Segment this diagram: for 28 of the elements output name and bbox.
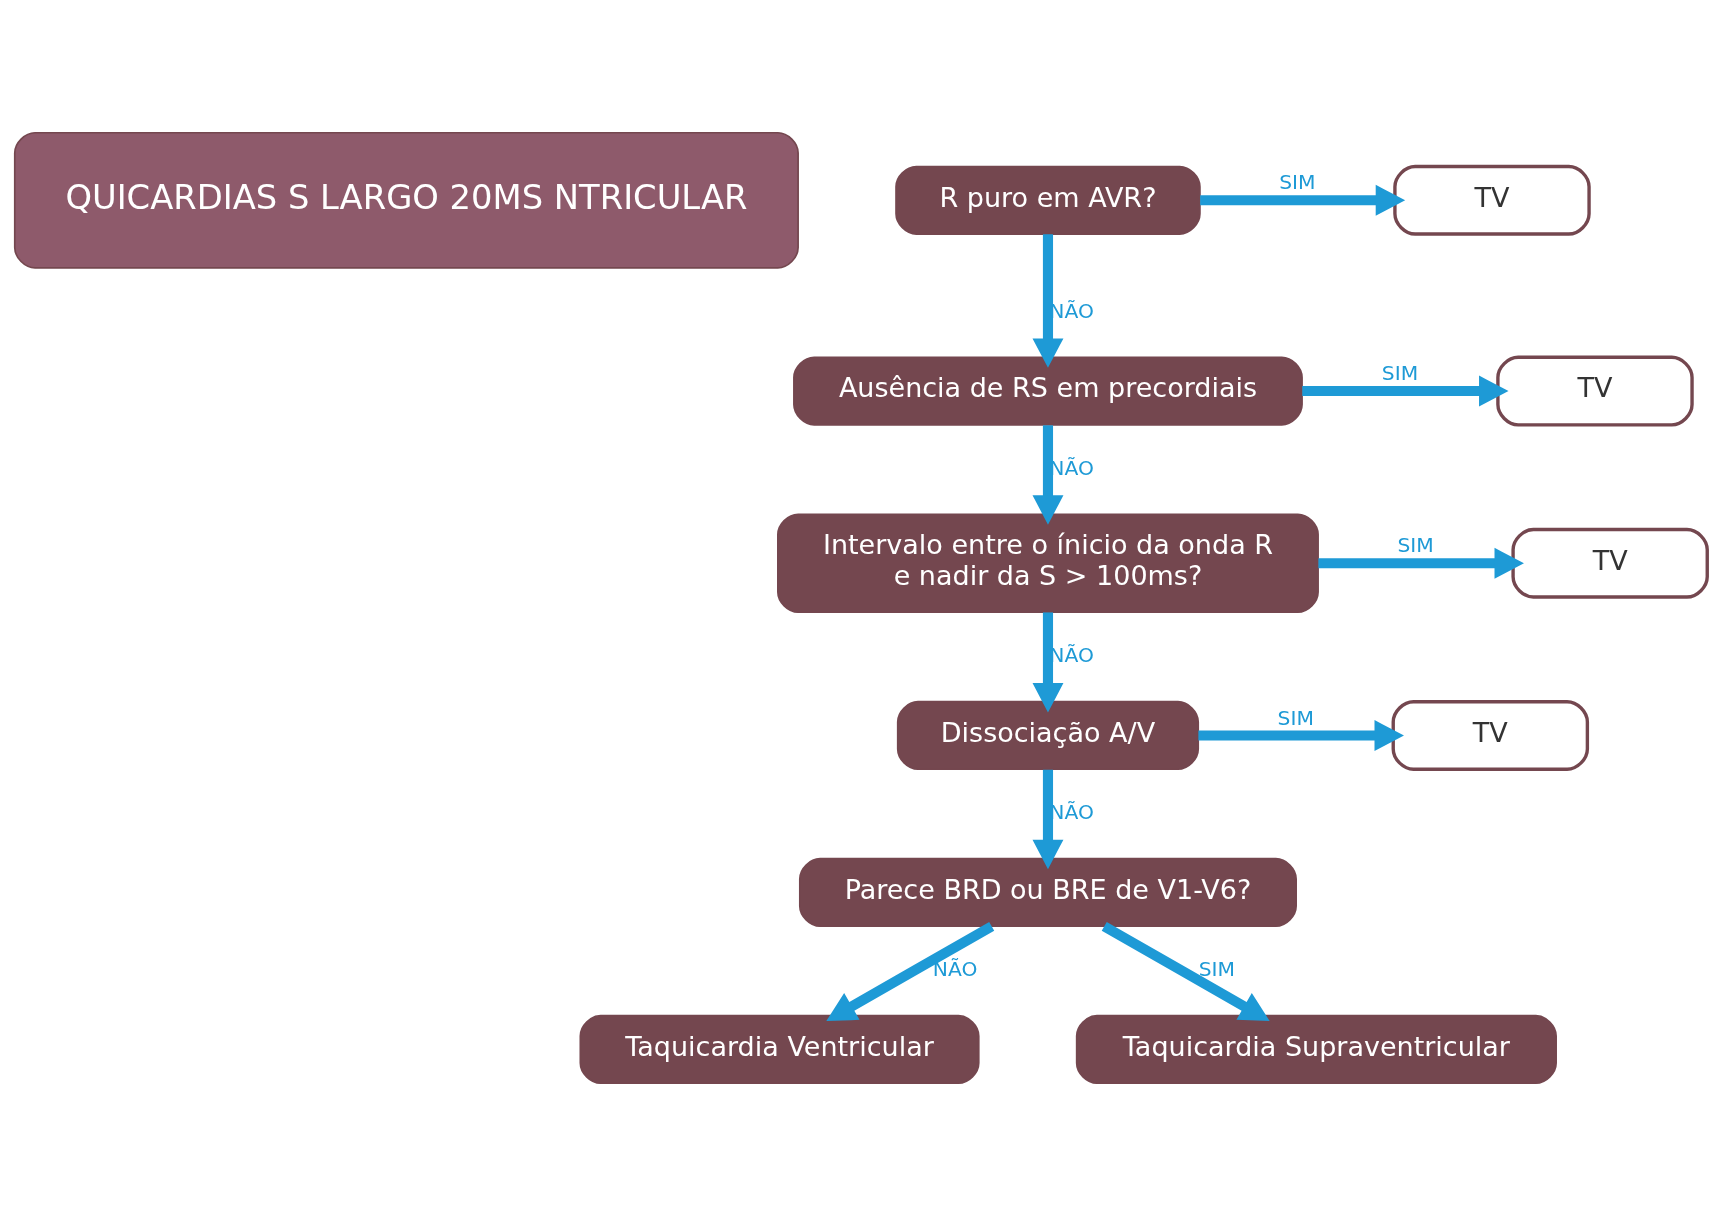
arrow [1032,769,1064,870]
edge-label: SIM [1381,361,1419,386]
node-box: Intervalo entre o ínicio da onda R e nadir da S > 100ms? [777,513,1319,614]
node-box: Parece BRD ou BRE de V1-V6? [798,857,1297,928]
node-box: TV [1511,527,1709,599]
arrow [1032,425,1064,525]
arrow [1318,547,1524,579]
node-box: TV [1391,700,1590,771]
node-box: Dissociação A/V [896,700,1200,771]
node-box: R puro em AVR? [895,165,1201,235]
edge-label: SIM [1198,957,1235,982]
arrow [826,921,995,1022]
arrow [1101,921,1270,1022]
edge-label: SIM [1277,705,1314,730]
node-box: QUICARDIAS S LARGO 20MS NTRICULAR [13,131,799,269]
edge-label: SIM [1397,533,1434,558]
arrow [1200,184,1406,216]
node-box: TV [1496,355,1694,427]
arrow [1198,720,1404,751]
arrow [1032,612,1064,713]
arrow [1302,375,1509,407]
node-box: Taquicardia Ventricular [579,1014,980,1085]
edge-label: NÃO [932,957,978,982]
arrow [1032,234,1064,368]
node-box: TV [1393,164,1591,236]
edge-label: SIM [1279,170,1316,195]
node-box: Taquicardia Supraventricular [1075,1014,1557,1085]
node-box: Ausência de RS em precordiais [793,356,1303,426]
